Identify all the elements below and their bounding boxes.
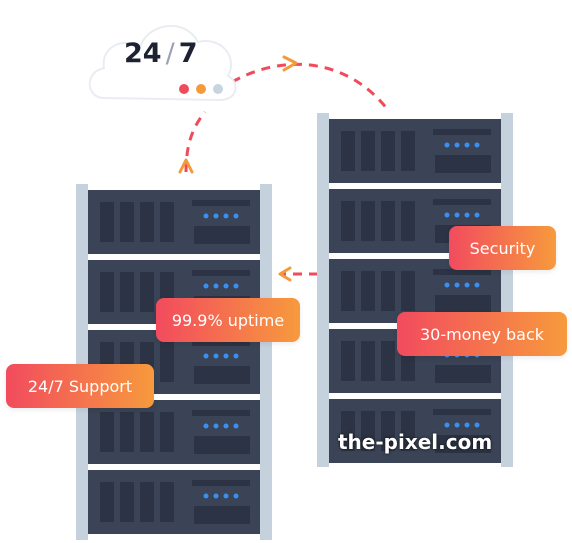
server-unit [329, 399, 501, 463]
left-server-rack [76, 184, 272, 540]
arrowhead-right-icon [282, 55, 298, 72]
arrowhead-up-icon [178, 158, 194, 174]
badge-uptime: 99.9% uptime [156, 298, 300, 342]
badge-security-label: Security [469, 238, 536, 258]
badge-uptime-label: 99.9% uptime [171, 310, 285, 330]
badge-support-label: 24/7 Support [27, 376, 133, 396]
server-unit [88, 400, 260, 464]
badge-support: 24/7 Support [6, 364, 154, 408]
server-unit [88, 470, 260, 534]
cloud-label-hours: 24 [124, 38, 162, 69]
dot-red-icon [179, 84, 189, 94]
cloud-label-slash: / [165, 38, 175, 69]
watermark: the-pixel.com [338, 430, 493, 454]
cloud-label: 24/7 [124, 38, 197, 69]
cloud-icon [88, 24, 237, 102]
arrowhead-left-icon [278, 266, 292, 282]
badge-money-back-label: 30-money back [419, 324, 545, 344]
arrow-up-path [184, 111, 207, 173]
server-unit [329, 119, 501, 183]
right-server-rack [317, 113, 513, 467]
server-unit [88, 190, 260, 254]
dot-gray-icon [213, 84, 223, 94]
arrow-arc-path [231, 62, 390, 111]
badge-security: Security [449, 226, 556, 270]
cloud-label-days: 7 [178, 38, 198, 69]
dot-orange-icon [196, 84, 206, 94]
badge-money-back: 30-money back [397, 312, 567, 356]
